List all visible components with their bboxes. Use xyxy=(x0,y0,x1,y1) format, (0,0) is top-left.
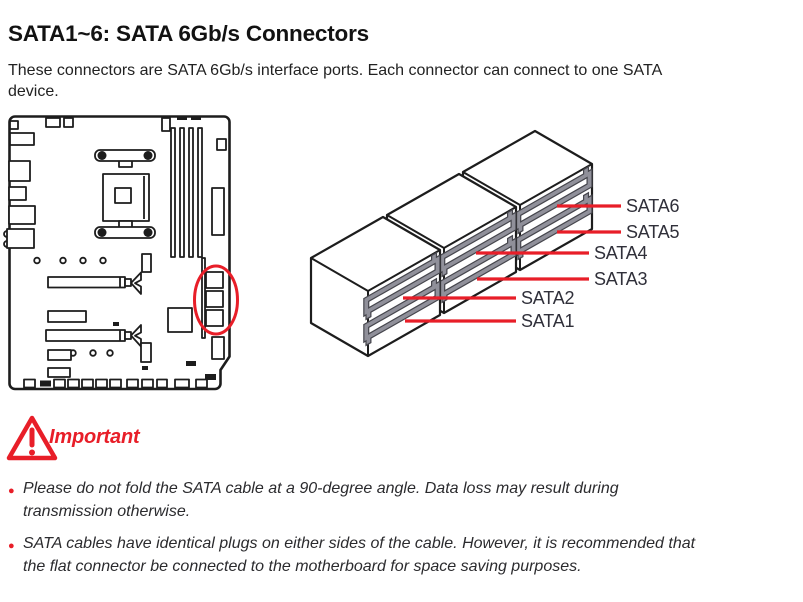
warning-triangle-icon xyxy=(6,415,58,461)
ram-slots xyxy=(170,127,203,258)
sata-port-label: SATA1 xyxy=(521,311,575,331)
intro-text: These connectors are SATA 6Gb/s interfac… xyxy=(8,62,662,100)
jumper xyxy=(186,361,196,366)
pcie-slot-2 xyxy=(45,324,142,348)
header xyxy=(140,342,152,363)
m2-slot-2 xyxy=(47,349,72,361)
sata-connector-diagram: SATA6 SATA5 SATA4 SATA3 SATA2 SATA1 xyxy=(300,112,680,370)
leader-lines xyxy=(403,204,621,323)
jumper xyxy=(142,366,148,370)
bottom-headers xyxy=(23,378,208,389)
sata-port-label: SATA6 xyxy=(626,196,680,216)
sata-highlight-ellipse xyxy=(193,264,239,336)
rear-io-ports xyxy=(3,120,36,249)
chipset xyxy=(167,307,193,333)
important-heading: Important xyxy=(49,426,140,448)
m2-slot xyxy=(47,310,87,323)
sata-port-label: SATA4 xyxy=(594,243,648,263)
jumper xyxy=(205,374,216,380)
fan-header xyxy=(216,138,227,151)
atx-power-connector xyxy=(211,187,225,236)
sata-block-front xyxy=(311,217,440,356)
important-bullet: SATA cables have identical plugs on eith… xyxy=(8,532,701,578)
sata-port-label: SATA3 xyxy=(594,269,648,289)
header xyxy=(141,253,152,273)
slot xyxy=(47,367,71,378)
jumper xyxy=(113,322,119,326)
sata-ports xyxy=(201,257,225,360)
top-edge-headers xyxy=(45,116,201,132)
motherboard-diagram xyxy=(3,115,239,391)
sata-port-label: SATA5 xyxy=(626,222,680,242)
page-title: SATA1~6: SATA 6Gb/s Connectors xyxy=(8,21,369,47)
pcie-slot-1 xyxy=(47,271,142,295)
cpu-socket xyxy=(94,149,156,239)
sata-port-labels: SATA6 SATA5 SATA4 SATA3 SATA2 SATA1 xyxy=(521,196,680,331)
sata-port-label: SATA2 xyxy=(521,288,575,308)
important-bullet: Please do not fold the SATA cable at a 9… xyxy=(8,477,701,523)
